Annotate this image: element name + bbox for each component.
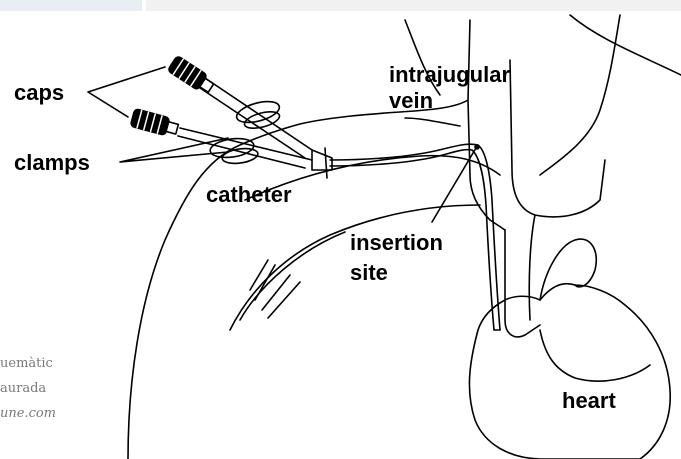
label-heart: heart [562, 388, 616, 413]
heart-inner [540, 330, 650, 381]
caption-line-2: aurada [0, 380, 128, 398]
svc-right [529, 215, 535, 320]
label-vein: vein [389, 88, 433, 113]
leader-insertion [432, 148, 476, 222]
head-outline [570, 15, 681, 75]
leader-clamps [120, 138, 228, 162]
label-site: site [350, 260, 388, 285]
caption-line-3: une.com [0, 405, 128, 423]
insertion-point [475, 145, 479, 149]
label-catheter: catheter [206, 182, 292, 207]
label-intrajugular: intrajugular [389, 62, 510, 87]
leader-intrajugular [405, 118, 460, 126]
arm-vessel-2 [240, 232, 345, 320]
cap-upper [167, 55, 215, 95]
leader-caps [88, 67, 165, 117]
label-caps: caps [14, 80, 64, 105]
label-insertion: insertion [350, 230, 443, 255]
superior-vena-cava [505, 230, 540, 337]
right-neck-outline [540, 15, 620, 175]
intrajugular-vein-right [510, 60, 605, 217]
cap-lower [130, 109, 179, 138]
label-clamps: clamps [14, 150, 90, 175]
caption-line-1: uemàtic [0, 355, 128, 373]
